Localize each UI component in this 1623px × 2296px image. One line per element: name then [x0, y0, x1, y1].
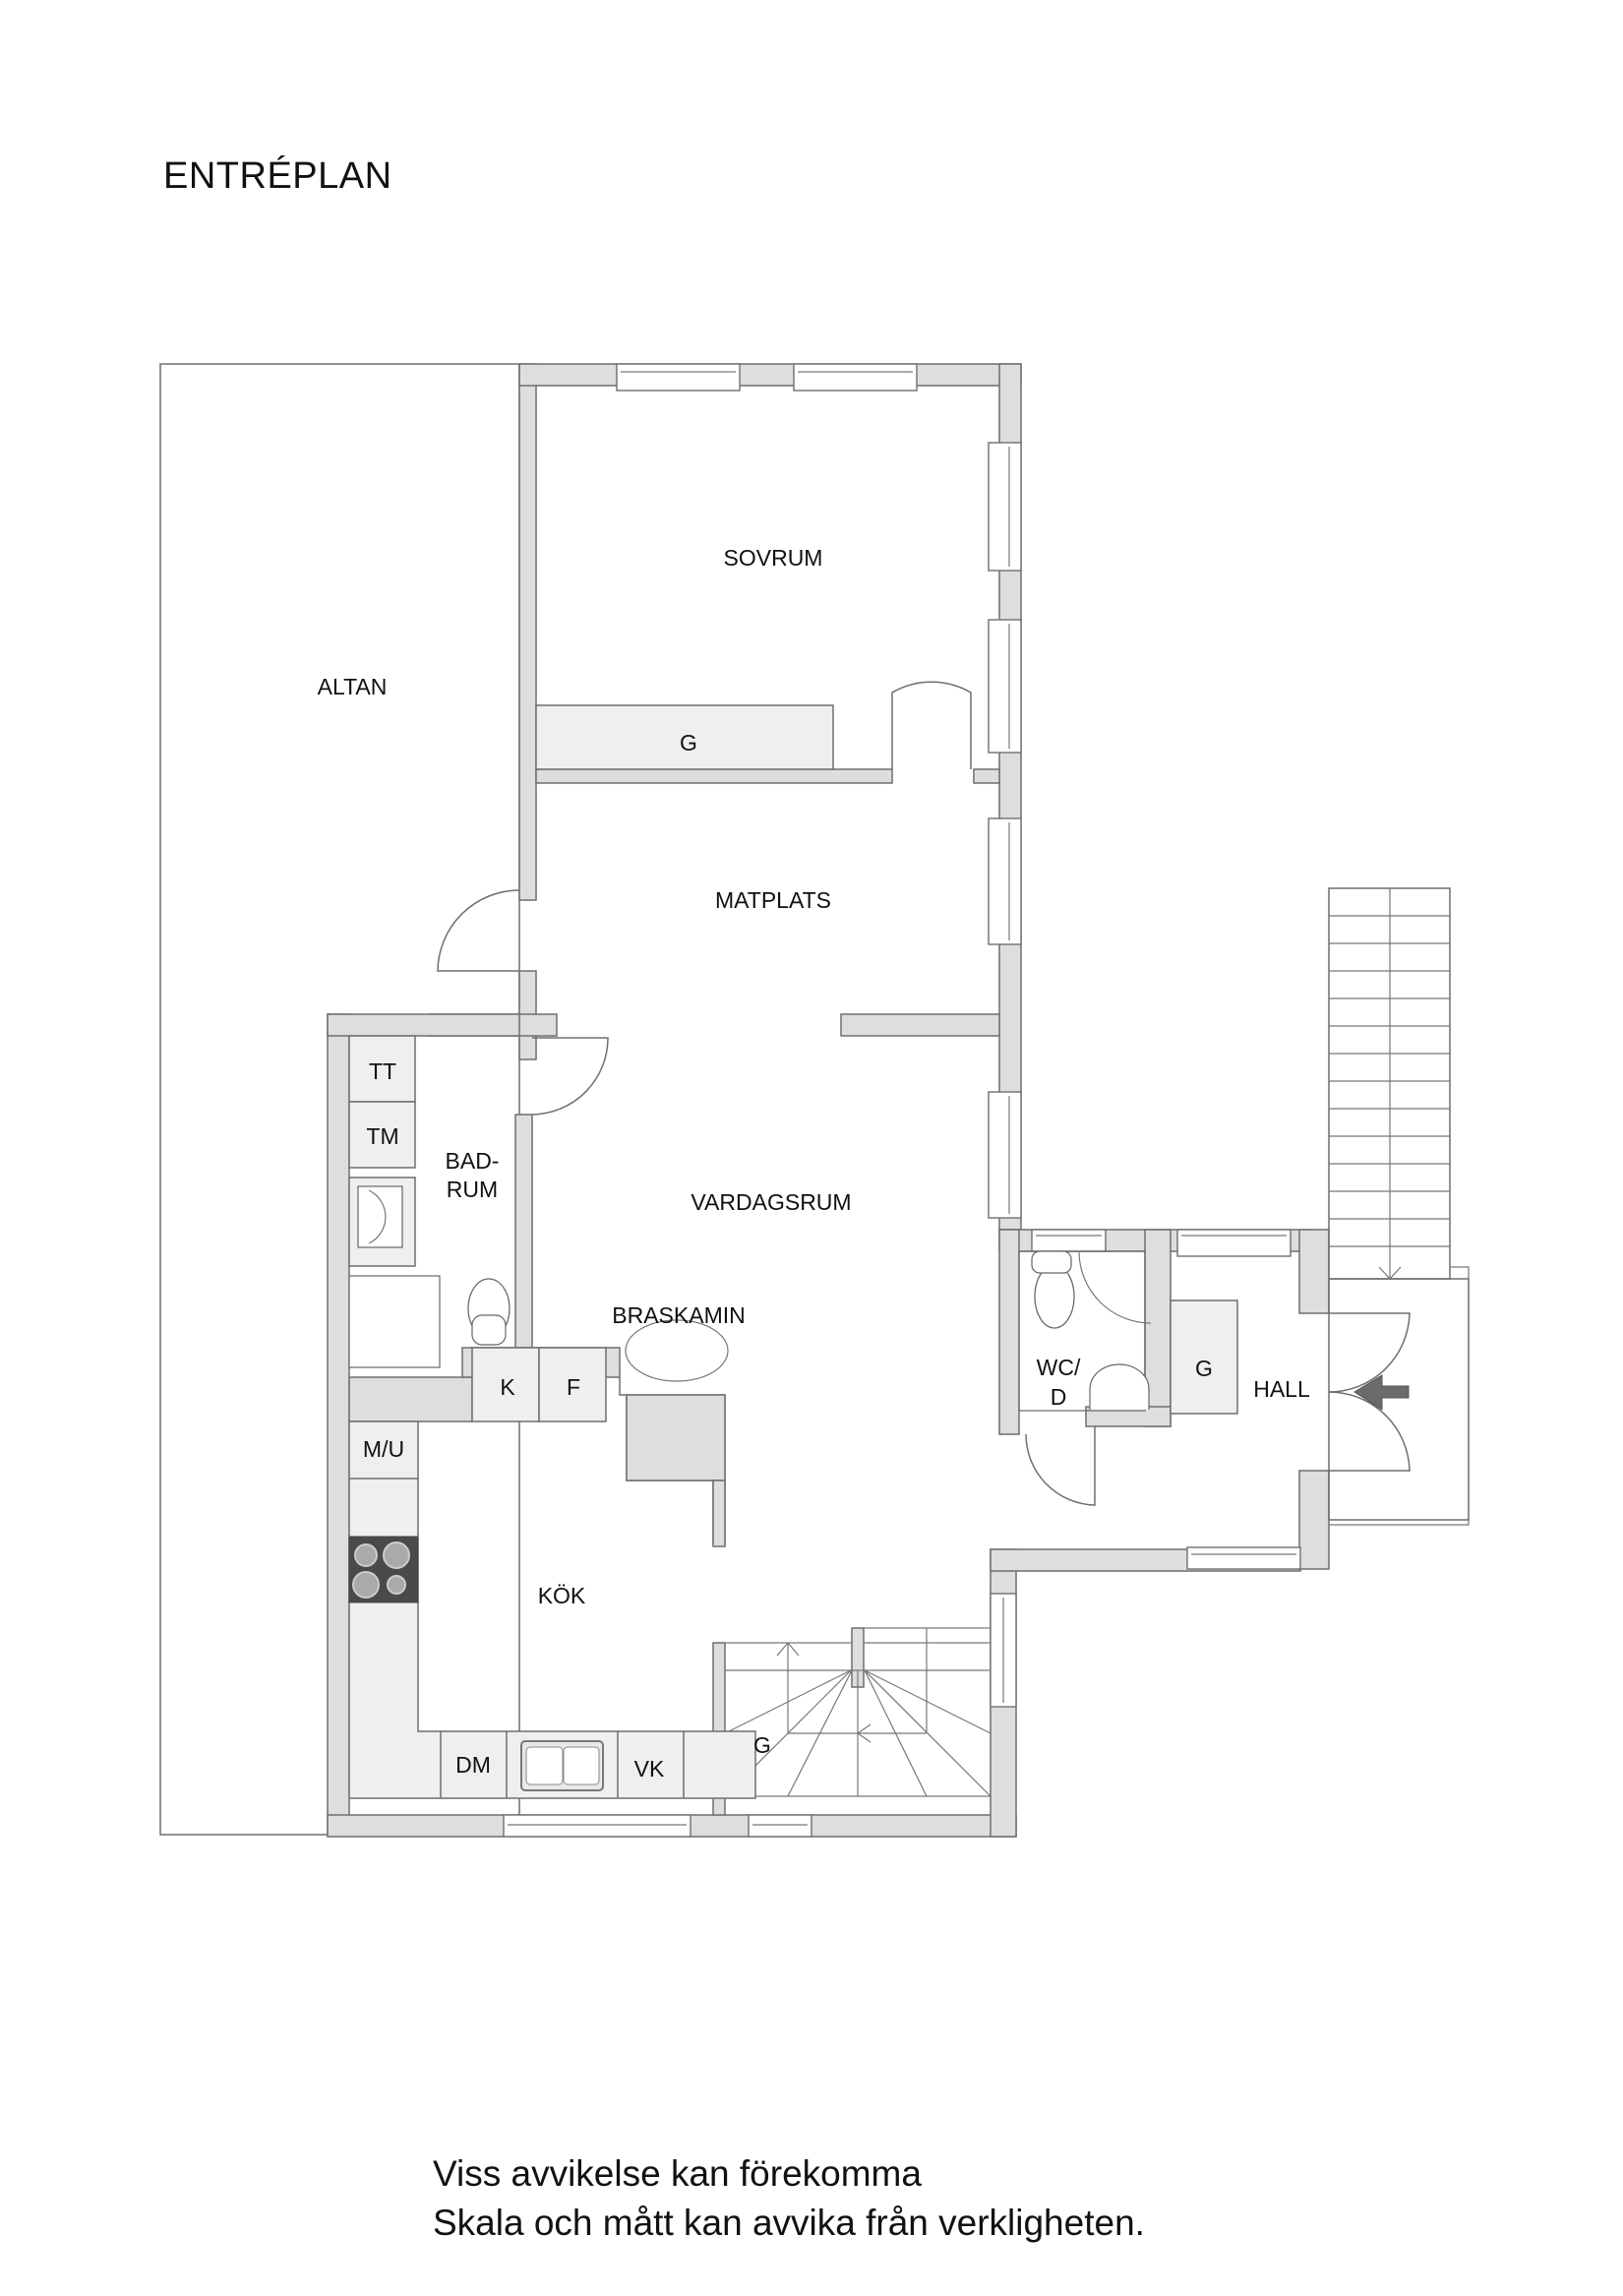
entry-door-arc-top	[1328, 1312, 1411, 1393]
windows	[503, 363, 1301, 1838]
disclaimer-line-1: Viss avvikelse kan förekomma	[433, 2153, 922, 2194]
disclaimer-line-2: Skala och mått kan avvika från verklighe…	[433, 2203, 1145, 2243]
label-hall: HALL	[1253, 1376, 1310, 1402]
exterior-stair	[1328, 887, 1470, 1526]
braskamin-icon	[625, 1319, 729, 1382]
label-badrum-1: BAD-	[446, 1148, 500, 1174]
entry-arrow-icon	[1353, 1374, 1410, 1411]
wc-fixtures	[1018, 1250, 1152, 1412]
label-tt: TT	[369, 1058, 396, 1084]
label-mu: M/U	[363, 1436, 404, 1462]
label-sovrum-closet: G	[680, 730, 697, 755]
label-hall-closet: G	[1195, 1356, 1213, 1381]
badrum-door-arc	[531, 1037, 609, 1116]
label-wc-2: D	[1051, 1384, 1067, 1410]
label-badrum-2: RUM	[447, 1177, 498, 1202]
walls	[327, 363, 1330, 1838]
page-title: ENTRÉPLAN	[163, 155, 392, 197]
hall-closet	[1170, 1299, 1238, 1415]
k-unit	[471, 1347, 540, 1422]
altan-door-arc	[437, 889, 520, 972]
label-wc-1: WC/	[1037, 1355, 1081, 1380]
room-labels: ALTAN SOVRUM G MATPLATS VARDAGSRUM BRASK…	[318, 545, 1310, 1782]
wc-door-arc	[1025, 1426, 1096, 1506]
label-tm: TM	[366, 1123, 398, 1149]
label-vk: VK	[634, 1756, 665, 1782]
kitchen-counters	[348, 1420, 756, 1799]
label-kok: KÖK	[538, 1583, 586, 1608]
label-altan: ALTAN	[318, 674, 388, 699]
sovrum-closet	[535, 704, 834, 770]
disclaimer: Viss avvikelse kan förekomma Skala och m…	[433, 2149, 1145, 2248]
label-matplats: MATPLATS	[715, 887, 831, 913]
f-unit	[538, 1347, 607, 1422]
label-vardagsrum: VARDAGSRUM	[691, 1189, 851, 1215]
label-f: F	[567, 1374, 580, 1400]
label-sovrum: SOVRUM	[724, 545, 823, 571]
entry-door-arc-bottom	[1328, 1391, 1411, 1472]
label-dm: DM	[455, 1752, 491, 1778]
label-k: K	[500, 1374, 515, 1400]
bathroom-fixtures	[348, 1035, 511, 1368]
label-braskamin: BRASKAMIN	[612, 1302, 745, 1328]
door-swings	[437, 681, 1411, 1506]
sovrum-door-arc	[891, 681, 972, 769]
label-stair-closet: G	[753, 1732, 771, 1758]
